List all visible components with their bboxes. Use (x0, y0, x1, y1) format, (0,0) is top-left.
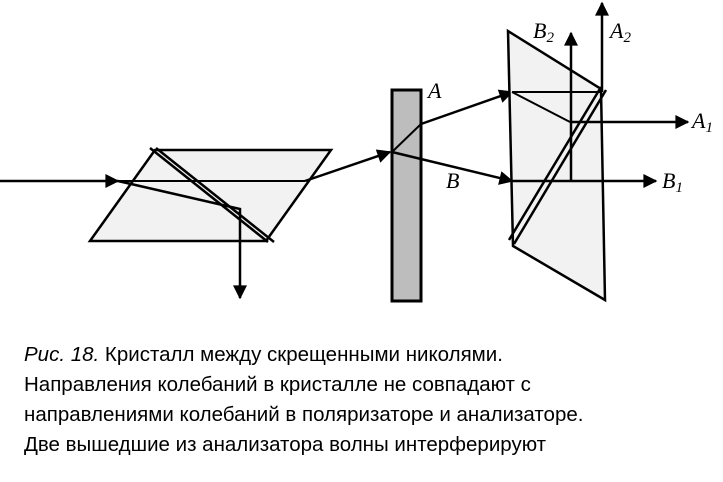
ray-a-to-a1 (511, 91, 571, 123)
caption-line-4: Две вышедшие из анализатора волны интерф… (24, 433, 547, 456)
caption-line-2: Направления колебаний в кристалле не сов… (24, 373, 531, 396)
caption-line-1: Рис. 18. Кристалл между скрещенными нико… (24, 340, 714, 370)
ray-in-crystal (391, 123, 422, 153)
crystal-plate (390, 88, 423, 303)
label-a: A (426, 78, 442, 103)
ray-b (391, 150, 514, 185)
polarizer-prism (87, 147, 334, 243)
ray-a (420, 89, 514, 126)
reflected-ray (117, 179, 247, 300)
caption-title: Кристалл между скрещенными николями. (99, 343, 503, 366)
label-b2: B2 (533, 18, 554, 46)
analyzer-prism (506, 28, 608, 303)
label-a1: A1 (690, 108, 713, 136)
label-a2: A2 (608, 18, 631, 46)
ray-to-crystal (304, 149, 392, 183)
optics-diagram: A B A1 B1 A2 B2 (0, 1, 713, 303)
figure-number: Рис. 18. (24, 343, 100, 366)
caption-line-3: направлениями колебаний в поляризаторе и… (24, 403, 584, 426)
label-b: B (446, 168, 459, 193)
figure-caption: Рис. 18. Кристалл между скрещенными нико… (24, 340, 714, 460)
label-b1: B1 (662, 168, 683, 196)
